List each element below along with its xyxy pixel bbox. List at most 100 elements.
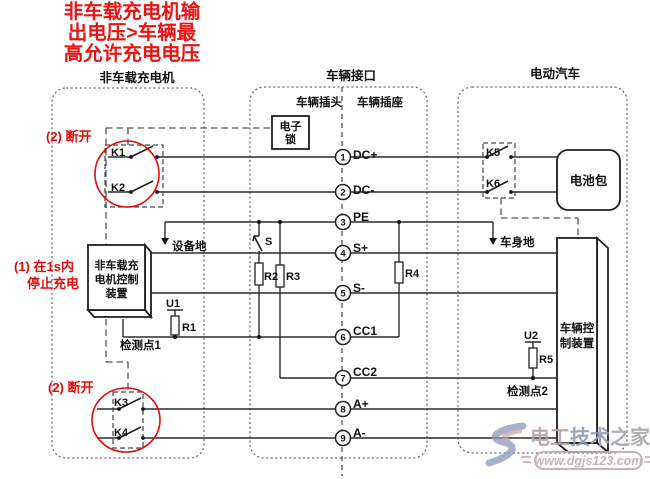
socket-label: 车辆插座 (357, 95, 403, 109)
terminal-6-number: 6 (340, 333, 345, 344)
terminal-pe: 3 PE (334, 210, 369, 231)
terminal-1-label: DC+ (353, 148, 377, 162)
terminal-cc1: 6 CC1 (334, 324, 377, 346)
switch-k1-blade (130, 145, 154, 158)
terminal-3-number: 3 (340, 218, 345, 229)
fault-note-line-3: 高允许充电电压 (64, 42, 201, 65)
switch-k4-label: K4 (114, 427, 129, 439)
switch-k5-label: K5 (486, 147, 500, 159)
vehicle-section-label: 电动汽车 (530, 66, 581, 81)
terminal-5-number: 5 (340, 289, 346, 300)
terminal-2-number: 2 (340, 188, 345, 199)
switch-k2-blade (130, 180, 154, 193)
body-ground-label: 车身地 (500, 235, 535, 249)
section-labels: 非车载充电机 车辆接口 电动汽车 车辆插头 车辆插座 (99, 66, 580, 109)
charger-controller-label-1: 非车载充 (95, 258, 139, 272)
detection-point-2-label: 检测点2 (507, 384, 548, 398)
terminal-9-number: 9 (340, 434, 345, 445)
terminal-7-number: 7 (340, 374, 345, 385)
vehicle-controller-label-2: 制装置 (560, 336, 595, 350)
switch-boxes (104, 142, 516, 449)
terminal-dc-minus: 2 DC- (334, 183, 374, 201)
resistor-r1 (170, 315, 180, 336)
highlight-circle-k1k2 (94, 140, 160, 208)
terminal-6-label: CC1 (353, 324, 377, 338)
body-ground-arrow (489, 238, 497, 245)
wire-pe (164, 221, 494, 238)
terminal-dc-plus: 1 DC+ (334, 148, 377, 166)
resistor-r5-label: R5 (539, 354, 553, 366)
watermark-logo-accent (502, 428, 523, 443)
vehicle-section-box (457, 86, 628, 454)
interface-section-box (249, 86, 428, 459)
resistor-r5 (528, 347, 538, 369)
red-annotations: 非车载充电机输 出电压>车辆最 高允许充电电压 (2) 断开 (1) 在1s内 … (14, 0, 201, 453)
terminal-5-label: S- (353, 281, 365, 295)
wire-cc1 (122, 319, 399, 338)
watermark-url-ticks (521, 456, 650, 463)
terminal-s-plus: 4 S+ (334, 241, 368, 262)
charger-controller-label-3: 装置 (105, 286, 128, 300)
charger-control-line (105, 128, 129, 392)
terminal-s-minus: 5 S- (334, 281, 365, 302)
meter-u2-label: U2 (524, 330, 538, 342)
watermark-name-3: 之家 (610, 425, 650, 449)
switches: K1 K2 K3 K4 K5 K6 S (111, 145, 513, 440)
vehicle-control-line (500, 198, 579, 238)
highlight-circle-k3k4 (91, 387, 161, 453)
resistor-r3-label: R3 (286, 271, 300, 283)
stop-annotation-line-1: (1) 在1s内 (14, 259, 74, 274)
terminal-7-label: CC2 (353, 365, 377, 379)
charger-controller-label-2: 电机控制 (95, 272, 139, 286)
watermark-url-badge (534, 451, 643, 470)
resistor-r4-label: R4 (405, 268, 420, 280)
battery-pack-box (556, 149, 621, 211)
switch-s-label: S (265, 236, 272, 248)
resistor-r3 (275, 264, 285, 288)
terminal-8-label: A+ (353, 397, 369, 411)
switch-k4-blade (118, 426, 142, 439)
battery-pack-label: 电池包 (570, 173, 608, 188)
switch-s-blade (252, 235, 263, 252)
resistor-r1-label: R1 (182, 322, 196, 334)
watermark-name-2: 技术 (570, 425, 610, 449)
interface-section-label: 车辆接口 (326, 68, 376, 83)
terminal-4-label: S+ (353, 241, 368, 255)
watermark-url: www.dgjs123.com (535, 454, 643, 468)
resistor-r2 (254, 262, 264, 286)
watermark-logo (485, 422, 527, 467)
meter-u1-label: U1 (166, 298, 180, 310)
equipment-ground-arrow (161, 238, 169, 245)
stop-annotation-line-2: 停止充电 (27, 276, 79, 291)
plug-label: 车辆插头 (296, 95, 342, 109)
switch-k3-label: K3 (114, 397, 128, 409)
k3k4-box (112, 391, 144, 449)
control-lines (105, 127, 579, 392)
terminal-cc2: 7 CC2 (334, 365, 377, 387)
charger-section-label: 非车载充电机 (99, 70, 175, 85)
fault-note-line-1: 非车载充电机输 (64, 0, 201, 23)
switch-k6-label: K6 (486, 178, 500, 190)
switch-k5-blade (486, 145, 509, 158)
fault-note-line-2: 出电压>车辆最 (68, 21, 197, 44)
open-annotation-lower: (2) 断开 (48, 380, 94, 395)
terminal-a-plus: 8 A+ (334, 397, 369, 418)
detection-point-2-dot (530, 375, 536, 381)
terminal-8-number: 8 (340, 405, 345, 416)
electronic-lock-label-1: 电子 (280, 119, 302, 133)
watermark: 电工 技术 之家 www.dgjs123.com (485, 422, 650, 470)
terminals: 1 DC+ 2 DC- 3 PE 4 S+ 5 S- 6 CC1 (334, 148, 377, 447)
switch-k6-blade (486, 180, 509, 193)
junction-dots (172, 220, 536, 381)
open-annotation-upper: (2) 断开 (46, 129, 92, 144)
switch-k2-label: K2 (111, 182, 125, 194)
component-boxes: 电子 锁 电池包 非车载充 电机控制 装置 车辆控 制装置 (86, 115, 621, 454)
charger-controller-box: 非车载充 电机控制 装置 (86, 242, 153, 320)
electronic-lock-label-2: 锁 (285, 132, 296, 146)
resistors: R2 R3 R4 R1 R5 U1 U2 检测点1 检测点2 (120, 261, 553, 398)
switch-k3-blade (118, 397, 142, 410)
electronic-lock-box (271, 115, 310, 150)
terminal-3-label: PE (353, 210, 369, 224)
